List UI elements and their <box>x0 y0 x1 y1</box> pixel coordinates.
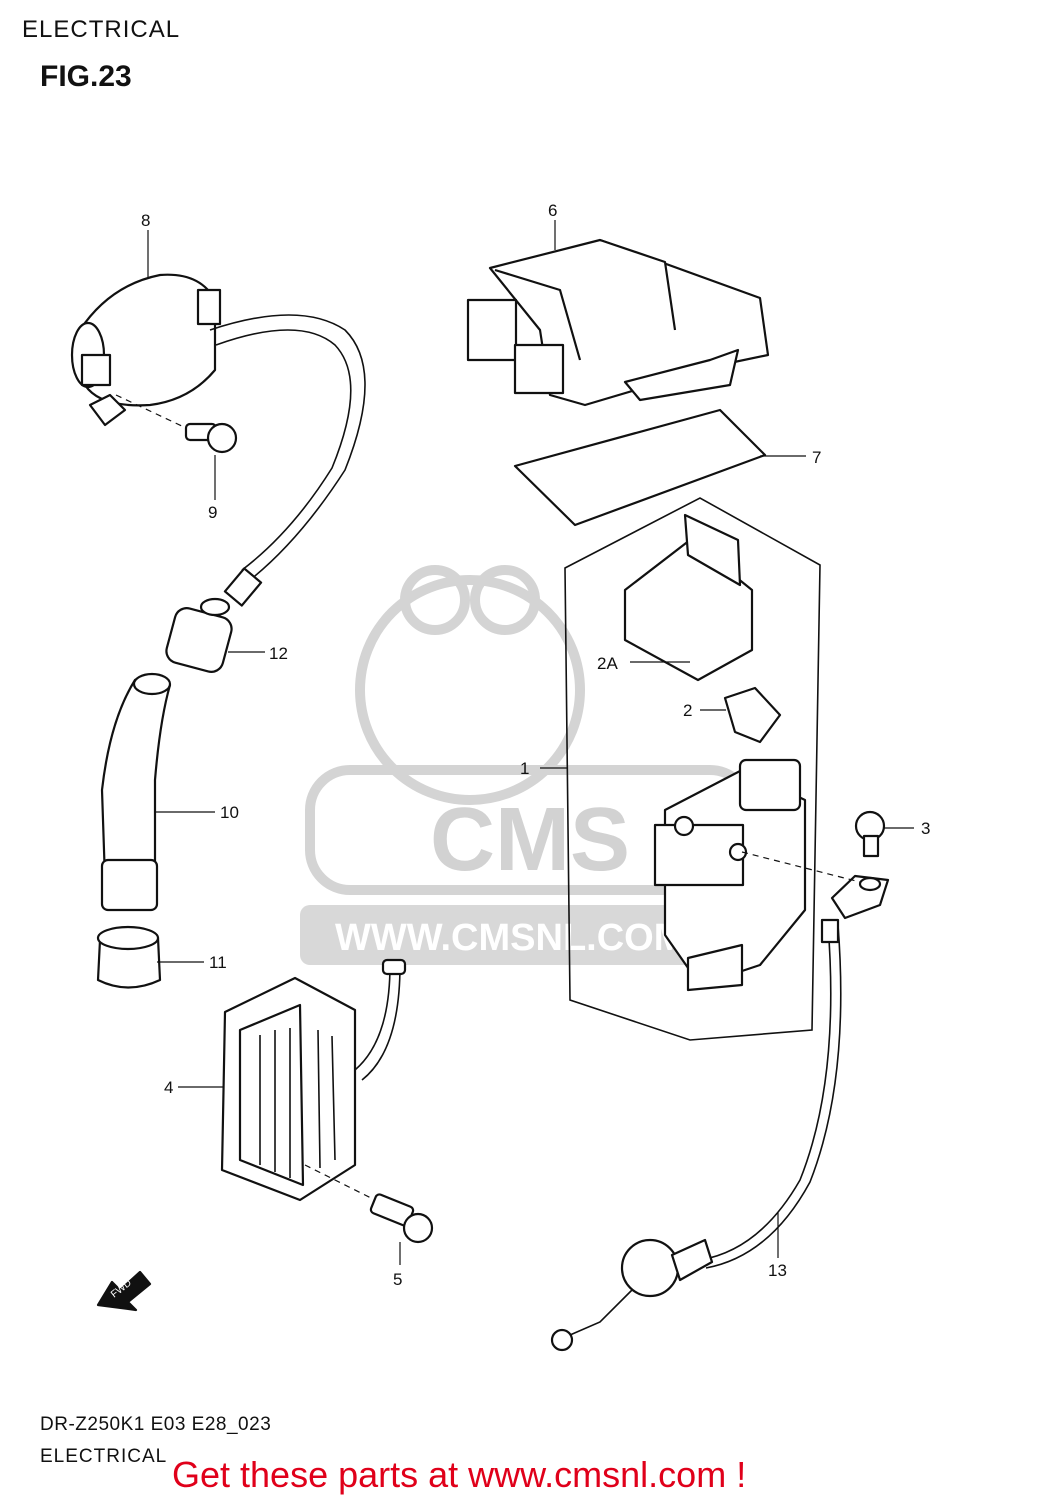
watermark-logo-text: CMS <box>430 790 630 890</box>
callouts: 8 9 6 7 12 10 11 4 5 2A 2 1 3 13 <box>141 201 930 1289</box>
screw-part-9[interactable] <box>115 394 238 454</box>
watermark-url-text: WWW.CMSNL.COM <box>335 917 685 959</box>
forward-direction-arrow: FWD <box>96 1270 152 1312</box>
leader-lines <box>147 220 914 1265</box>
fuse-part-2[interactable] <box>723 686 782 744</box>
callout-5: 5 <box>393 1270 402 1289</box>
battery-lead-part-13[interactable] <box>550 851 890 1352</box>
bolt-part-3[interactable] <box>854 810 886 858</box>
callout-6: 6 <box>548 201 557 220</box>
buy-parts-link[interactable]: Get these parts at www.cmsnl.com ! <box>172 1454 747 1495</box>
ignition-coil-part-8[interactable] <box>70 273 222 427</box>
callout-13: 13 <box>768 1261 787 1280</box>
callout-2: 2 <box>683 701 692 720</box>
callout-4: 4 <box>164 1078 173 1097</box>
callout-3: 3 <box>921 819 930 838</box>
callout-12: 12 <box>269 644 288 663</box>
relay-cover-part-2a[interactable] <box>623 513 754 682</box>
cap-seal-part-12[interactable] <box>164 597 235 675</box>
high-tension-cable <box>209 314 366 607</box>
callout-11: 11 <box>209 953 227 972</box>
section-title: ELECTRICAL <box>22 16 181 43</box>
cushion-part-7[interactable] <box>513 408 767 527</box>
footer-section-title: ELECTRICAL <box>40 1446 168 1467</box>
plug-cap-part-10[interactable] <box>100 672 172 912</box>
cdi-unit-part-6[interactable] <box>466 238 770 407</box>
watermark: CMS WWW.CMSNL.COM <box>300 565 760 965</box>
cap-part-11[interactable] <box>96 925 162 989</box>
figure-number: FIG.23 <box>40 60 132 93</box>
callout-2a: 2A <box>597 654 618 673</box>
screw-part-5[interactable] <box>304 1164 434 1244</box>
callout-7: 7 <box>812 448 821 467</box>
model-code: DR-Z250K1 E03 E28_023 <box>40 1414 272 1435</box>
callout-1: 1 <box>520 759 529 778</box>
starter-relay-group-outline <box>564 497 821 1041</box>
callout-8: 8 <box>141 211 150 230</box>
starter-relay-body[interactable] <box>653 758 807 992</box>
callout-10: 10 <box>220 803 239 822</box>
regulator-rectifier-part-4[interactable] <box>220 958 407 1202</box>
callout-9: 9 <box>208 503 217 522</box>
watermark-mascot <box>355 575 585 805</box>
